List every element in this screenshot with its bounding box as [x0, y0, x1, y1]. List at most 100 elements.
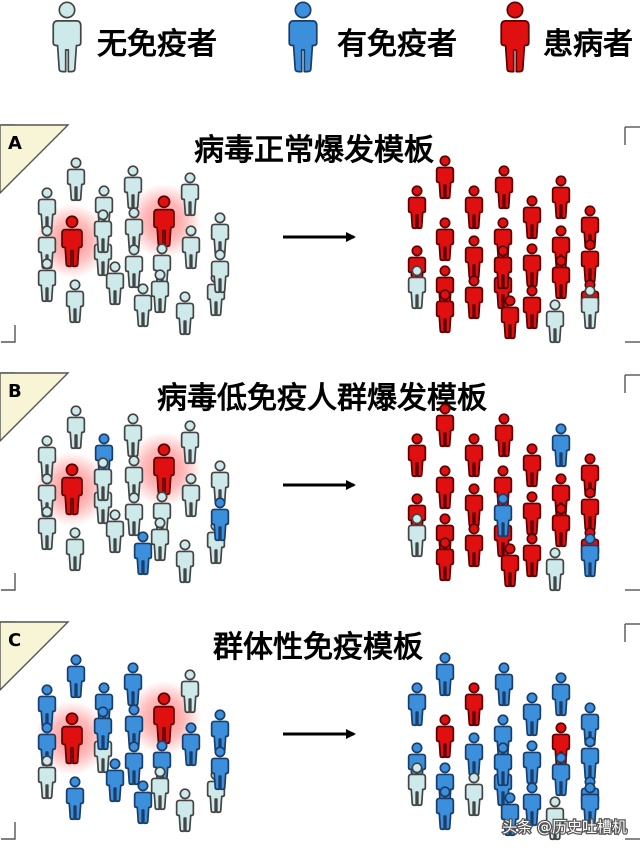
- patient-person-icon: [464, 433, 484, 478]
- patient-person-icon: [580, 239, 600, 284]
- immune-person-icon: [181, 722, 201, 767]
- uninfected-person-icon: [545, 796, 565, 841]
- immune-person-icon: [133, 531, 153, 576]
- patient-person-icon: [522, 533, 542, 578]
- panel-letter-tab: [0, 372, 70, 442]
- patient-person-icon: [464, 235, 484, 280]
- patient-person-icon: [435, 217, 455, 262]
- immune-person-icon: [464, 732, 484, 777]
- immune-person-icon: [551, 752, 571, 797]
- immune-person-icon: [37, 684, 57, 729]
- uninfected-person-icon: [123, 413, 143, 458]
- patient-person-icon: [522, 285, 542, 330]
- uninfected-person-icon: [175, 291, 195, 336]
- panel-title: 群体性免疫模板: [213, 630, 423, 665]
- patient-person-icon: [407, 433, 427, 478]
- uninfected-person-icon: [545, 547, 565, 592]
- panel-a: A 病毒正常爆发模板: [0, 124, 640, 344]
- immune-person-icon: [105, 758, 125, 803]
- uninfected-person-icon: [105, 261, 125, 306]
- uninfected-person-icon: [37, 435, 57, 480]
- immune-person-icon: [500, 792, 520, 837]
- immune-person-icon: [551, 423, 571, 468]
- uninfected-person-icon: [124, 492, 144, 537]
- patient-person-icon: [522, 243, 542, 288]
- uninfected-person-icon: [210, 249, 230, 294]
- patient-person-icon: [580, 487, 600, 532]
- patient-person-icon: [494, 165, 514, 210]
- uninfected-person-icon: [580, 285, 600, 330]
- crowd-before: [37, 654, 230, 833]
- legend-label-uninfected: 无免疫者: [97, 27, 217, 62]
- patient-person-icon: [464, 682, 484, 727]
- legend-label-immune: 有免疫者: [337, 27, 457, 62]
- immune-person-icon: [93, 706, 113, 751]
- patient-person-icon: [551, 503, 571, 548]
- patient-person-icon: [153, 195, 175, 248]
- panel-title: 病毒正常爆发模板: [194, 133, 434, 168]
- uninfected-person-icon: [407, 265, 427, 310]
- patient-person-icon: [494, 413, 514, 458]
- watermark: 头条 @历史吐槽机: [502, 818, 627, 836]
- immune-person-icon: [123, 662, 143, 707]
- uninfected-person-icon: [93, 209, 113, 254]
- uninfected-person-icon: [181, 225, 201, 270]
- uninfected-person-icon: [105, 509, 125, 554]
- patient-person-icon: [522, 491, 542, 536]
- crowd-after: [407, 155, 600, 344]
- patient-person-icon: [493, 245, 513, 290]
- immune-person-icon: [522, 740, 542, 785]
- patient-person-icon: [500, 295, 520, 340]
- immune-person-icon: [580, 782, 600, 827]
- uninfected-person-icon: [124, 455, 144, 500]
- uninfected-person-icon: [133, 283, 153, 328]
- patient-person-icon: [153, 443, 175, 496]
- immune-person-icon: [124, 741, 144, 786]
- uninfected-person-icon: [66, 405, 86, 450]
- immune-person-icon: [551, 672, 571, 717]
- patient-person-icon: [500, 543, 520, 588]
- panel-letter-tab: [0, 124, 70, 194]
- immune-person-icon: [435, 786, 455, 831]
- patient-person-icon: [435, 465, 455, 510]
- uninfected-person-icon: [124, 207, 144, 252]
- patient-person-icon: [435, 714, 455, 759]
- uninfected-person-icon: [65, 527, 85, 572]
- immune-person-icon: [494, 662, 514, 707]
- immune-person-icon: [407, 682, 427, 727]
- panel-letter: A: [8, 133, 22, 154]
- patient-person-icon: [61, 463, 83, 516]
- uninfected-person-icon: [123, 165, 143, 210]
- patient-person-icon: [464, 275, 484, 320]
- uninfected-person-icon: [37, 187, 57, 232]
- immune-person-icon: [580, 702, 600, 747]
- uninfected-person-icon: [37, 506, 57, 551]
- immune-person-icon: [210, 746, 230, 791]
- uninfected-person-icon: [66, 157, 86, 202]
- immune-person-icon: [435, 652, 455, 697]
- legend-label-patient: 患病者: [543, 27, 633, 62]
- patient-person-icon: [522, 443, 542, 488]
- uninfected-person-icon: [180, 420, 200, 465]
- uninfected-person-icon: [37, 258, 57, 303]
- patient-person-icon: [435, 537, 455, 582]
- patient-person-icon: [464, 523, 484, 568]
- uninfected-person-icon: [545, 299, 565, 344]
- panel-letter-tab: [0, 621, 70, 691]
- uninfected-person-icon: [180, 669, 200, 714]
- patient-person-icon: [435, 155, 455, 200]
- immune-person-icon: [210, 709, 230, 754]
- uninfected-person-icon: [150, 269, 170, 314]
- uninfected-person-icon: [180, 172, 200, 217]
- immune-person-icon: [493, 742, 513, 787]
- patient-person-icon: [61, 215, 83, 268]
- immune-person-icon: [65, 776, 85, 821]
- uninfected-person-icon: [150, 517, 170, 562]
- immune-person-icon: [580, 533, 600, 578]
- uninfected-person-icon: [150, 766, 170, 811]
- panel-letter: B: [8, 381, 22, 402]
- patient-person-icon: [464, 483, 484, 528]
